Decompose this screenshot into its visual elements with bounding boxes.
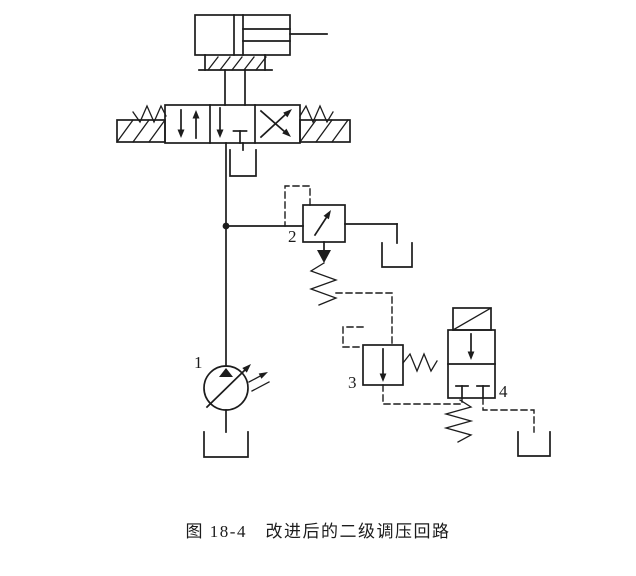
pilot-valve-tank-line bbox=[482, 397, 535, 433]
pump-outlet-triangle bbox=[219, 368, 233, 377]
pilot-valve-spring bbox=[443, 399, 474, 443]
directional-valve-body bbox=[164, 104, 301, 144]
valve-left-solenoid bbox=[116, 119, 166, 143]
main-pressure-line bbox=[222, 142, 304, 367]
label-pump: 1 bbox=[194, 353, 203, 372]
cylinder-valve-pipes bbox=[224, 69, 246, 106]
hydraulic-pump bbox=[203, 364, 270, 433]
tank-under-valve bbox=[229, 142, 257, 177]
component-labels: 1 2 3 4 bbox=[194, 227, 508, 401]
remote-valve-spring bbox=[402, 352, 438, 373]
remote-valve-outlet-line bbox=[382, 384, 463, 405]
poppet-cone bbox=[317, 250, 331, 263]
label-relief-valve: 2 bbox=[288, 227, 297, 246]
hydraulic-cylinder bbox=[194, 14, 328, 56]
label-pilot-valve: 4 bbox=[499, 382, 508, 401]
pilot-directional-valve bbox=[443, 307, 496, 443]
relief-valve-pilot-line bbox=[284, 185, 311, 227]
remote-pressure-valve bbox=[362, 344, 438, 386]
tank-under-pump bbox=[203, 431, 249, 458]
relief-valve bbox=[302, 204, 398, 306]
valve-right-solenoid bbox=[299, 119, 351, 143]
label-remote-valve: 3 bbox=[348, 373, 357, 392]
tank-under-relief-valve bbox=[381, 242, 413, 268]
figure-caption: 图 18-4 改进后的二级调压回路 bbox=[185, 522, 451, 541]
remote-pilot-box bbox=[342, 326, 364, 348]
relief-valve-spring bbox=[309, 262, 338, 306]
cylinder-mount bbox=[198, 54, 273, 71]
remote-control-line bbox=[335, 292, 393, 348]
tank-far-right bbox=[517, 431, 551, 457]
